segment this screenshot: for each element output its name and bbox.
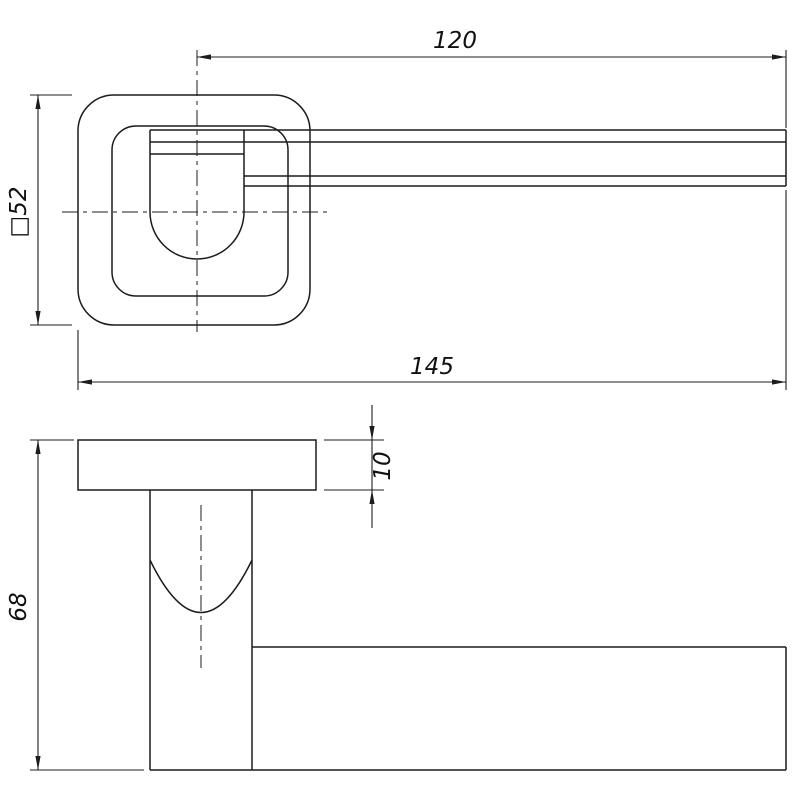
dimension-label-total-length: 145 bbox=[410, 354, 454, 380]
rose-plate-side bbox=[77, 439, 317, 491]
dimension-label-rose-square: □52 bbox=[6, 187, 32, 238]
dimension-arrowheads bbox=[35, 54, 786, 770]
lever-bar-outline bbox=[149, 129, 787, 212]
rose-outer-square bbox=[77, 94, 311, 326]
dimension-label-rose-thickness: 10 bbox=[370, 451, 396, 480]
dimension-lines bbox=[30, 50, 787, 771]
centerlines bbox=[62, 50, 332, 668]
handle-hub-circle bbox=[149, 211, 245, 260]
dimension-label-lever-length: 120 bbox=[433, 28, 477, 54]
side-view bbox=[77, 439, 787, 771]
front-view bbox=[77, 94, 787, 326]
rose-inner-square bbox=[111, 125, 289, 297]
neck-transition-arc bbox=[149, 559, 253, 614]
neck-and-grip-outline bbox=[149, 490, 787, 771]
dimension-label-handle-height: 68 bbox=[6, 592, 32, 621]
